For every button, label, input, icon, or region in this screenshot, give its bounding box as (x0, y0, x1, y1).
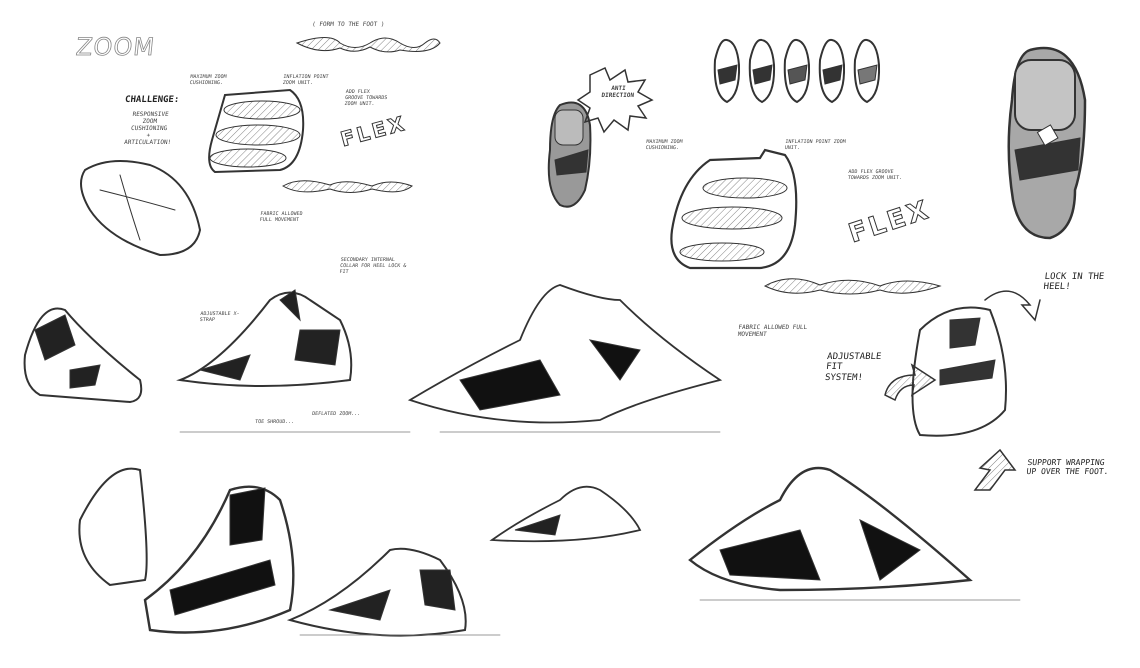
note-form-to-foot: ( form to the foot ) (311, 21, 385, 28)
zoom-unit-sketch-left (208, 88, 305, 174)
note-adjustable-fit: Adjustable fit system! (824, 352, 882, 383)
note-fabric-right: Fabric allowed full movement (737, 324, 808, 338)
note-challenge-body: Responsive zoom cushioning + articulatio… (123, 111, 172, 146)
note-x-strap: Adjustable x-strap (199, 311, 240, 323)
zoom-unit-sketch-right (670, 148, 942, 295)
arrow-icons (884, 290, 1041, 491)
note-add-flex-right: Add flex groove towards zoom unit. (847, 169, 903, 181)
shoe-side-sketches (23, 284, 1021, 637)
note-challenge-title: Challenge: (124, 95, 180, 105)
front-view-shoes (713, 38, 881, 104)
note-support-wrapping: Support wrapping up over the foot. (1026, 458, 1109, 477)
note-toe: Toe shroud... (254, 419, 295, 425)
note-add-flex-left: Add flex groove towards zoom unit. (344, 89, 388, 107)
burst-shape (576, 66, 654, 134)
note-max-zoom-right: Maximum zoom cushioning. (645, 139, 683, 151)
note-anti-direction: Anti direction (601, 85, 635, 99)
outsole-sketch-small (547, 101, 592, 208)
zoom-logo-text: ZOOM (74, 33, 157, 62)
outsole-sketch-large (1007, 46, 1087, 240)
note-deflated: Deflated zoom... (311, 411, 361, 417)
note-fabric-left: Fabric allowed full movement (259, 211, 303, 223)
note-lock-heel: Lock in the heel! (1042, 272, 1105, 293)
note-max-zoom-left: Maximum zoom cushioning. (189, 74, 227, 86)
zoom-bag-wave-top (282, 37, 441, 193)
note-secondary-collar: Secondary internal collar for heel lock … (339, 257, 407, 275)
cushion-pad-sketch (80, 160, 202, 257)
note-inflation-left: Inflation point zoom unit. (282, 74, 329, 86)
note-inflation-right: Inflation point zoom unit. (784, 139, 846, 151)
